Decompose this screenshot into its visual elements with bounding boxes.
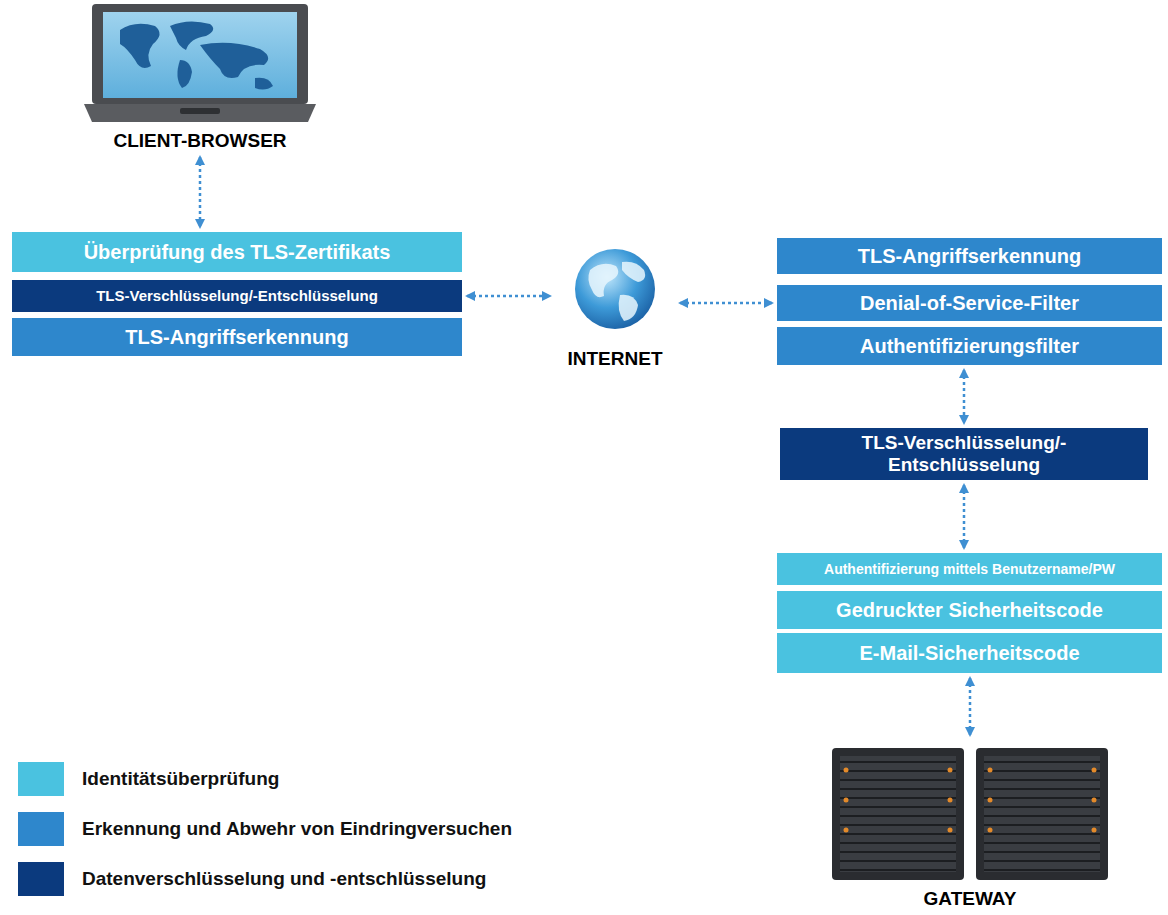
intrusion-band: Denial-of-Service-Filter <box>777 285 1162 321</box>
encryption-band: TLS-Verschlüsselung/-Entschlüsselung <box>12 280 462 312</box>
internet-node: INTERNET <box>555 240 675 370</box>
identity-band: E-Mail-Sicherheitscode <box>777 633 1162 673</box>
icon-label: GATEWAY <box>924 888 1017 910</box>
band-label: Gedruckter Sicherheitscode <box>836 599 1103 622</box>
dotted-arrow <box>467 295 550 298</box>
gateway-node: GATEWAY <box>825 740 1115 910</box>
identity-band: Authentifizierung mittels Benutzername/P… <box>777 553 1162 585</box>
band-label: Authentifizierungsfilter <box>860 335 1079 358</box>
legend-row: Datenverschlüsselung und -entschlüsselun… <box>18 862 486 896</box>
band-label: TLS-Verschlüsselung/-Entschlüsselung <box>788 432 1140 476</box>
identity-band: Gedruckter Sicherheitscode <box>777 591 1162 629</box>
laptop-icon <box>84 4 316 122</box>
dotted-arrow <box>969 678 972 735</box>
icon-label: CLIENT-BROWSER <box>113 130 286 152</box>
legend-swatch <box>18 812 64 846</box>
legend-row: Identitätsüberprüfung <box>18 762 279 796</box>
server-icon <box>832 748 1108 880</box>
dotted-arrow <box>963 370 966 423</box>
encryption-band: TLS-Verschlüsselung/-Entschlüsselung <box>780 428 1148 480</box>
intrusion-band: TLS-Angriffserkennung <box>12 318 462 356</box>
band-label: Authentifizierung mittels Benutzername/P… <box>824 561 1115 577</box>
legend-swatch <box>18 862 64 896</box>
globe-icon <box>575 249 655 329</box>
band-label: Denial-of-Service-Filter <box>860 292 1079 315</box>
intrusion-band: TLS-Angriffserkennung <box>777 238 1162 274</box>
band-label: E-Mail-Sicherheitscode <box>859 642 1079 665</box>
legend-text: Erkennung und Abwehr von Eindringversuch… <box>82 818 512 840</box>
band-label: TLS-Verschlüsselung/-Entschlüsselung <box>96 287 378 304</box>
dotted-arrow <box>680 302 772 305</box>
dotted-arrow <box>963 485 966 548</box>
band-label: TLS-Angriffserkennung <box>858 245 1081 268</box>
band-label: Überprüfung des TLS-Zertifikats <box>84 241 391 264</box>
legend-text: Datenverschlüsselung und -entschlüsselun… <box>82 868 486 890</box>
legend-swatch <box>18 762 64 796</box>
band-label: TLS-Angriffserkennung <box>125 326 348 349</box>
identity-band: Überprüfung des TLS-Zertifikats <box>12 232 462 272</box>
dotted-arrow <box>199 157 202 227</box>
icon-label: INTERNET <box>568 348 663 370</box>
legend-row: Erkennung und Abwehr von Eindringversuch… <box>18 812 512 846</box>
client-node: CLIENT-BROWSER <box>80 0 320 152</box>
legend-text: Identitätsüberprüfung <box>82 768 279 790</box>
intrusion-band: Authentifizierungsfilter <box>777 327 1162 365</box>
